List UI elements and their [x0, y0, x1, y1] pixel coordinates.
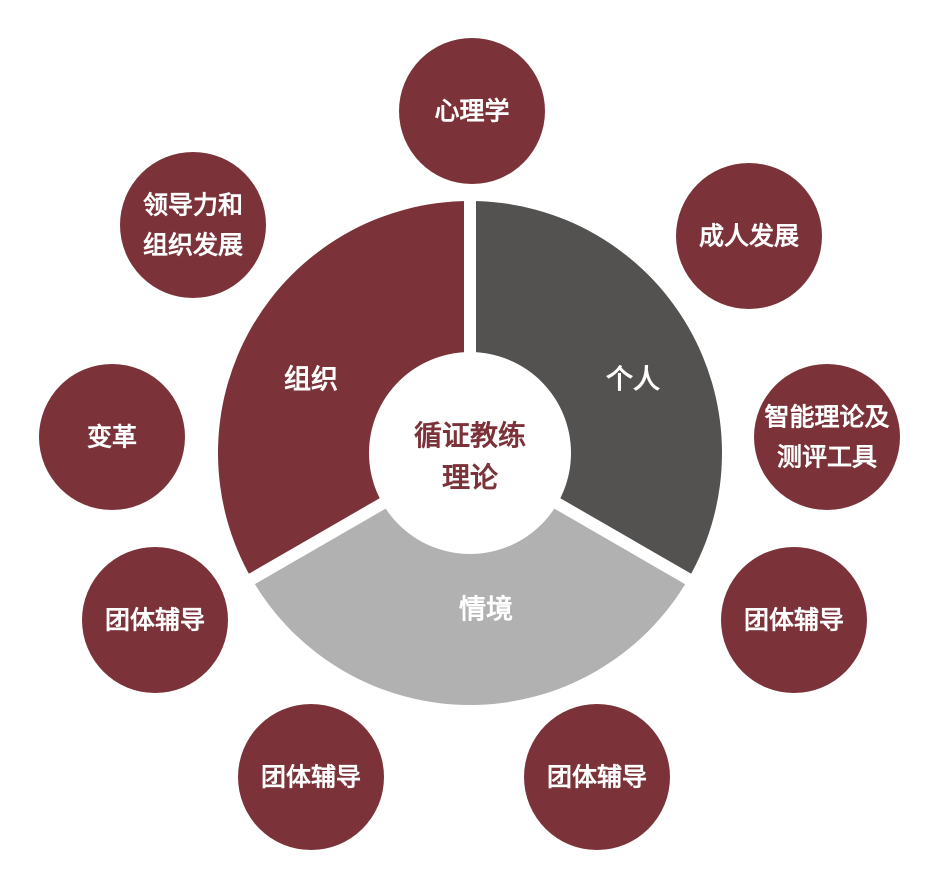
satellite-circle	[238, 704, 384, 850]
segment-label-context: 情境	[459, 595, 513, 626]
satellite-node: 团体辅导	[721, 547, 867, 693]
center-title: 循证教练理论	[414, 419, 526, 494]
satellite-node: 团体辅导	[82, 547, 228, 693]
satellite-node: 成人发展	[676, 163, 822, 309]
satellite-label: 组织发展	[143, 231, 243, 260]
satellite-circle	[721, 547, 867, 693]
satellite-circle	[676, 163, 822, 309]
satellite-circle	[120, 152, 266, 298]
center-circle	[369, 352, 571, 554]
satellite-label: 测评工具	[777, 443, 877, 472]
satellite-circle	[524, 704, 670, 850]
satellite-label: 团体辅导	[744, 606, 844, 635]
satellite-label: 变革	[87, 423, 137, 452]
satellite-circle	[754, 364, 900, 510]
satellite-circle	[399, 38, 545, 184]
satellite-label: 智能理论及	[764, 403, 889, 432]
satellite-circle	[39, 364, 185, 510]
segment-label-individual: 个人	[606, 365, 660, 396]
satellite-node: 心理学	[399, 38, 545, 184]
satellite-label: 心理学	[434, 97, 509, 126]
satellite-label: 团体辅导	[261, 763, 361, 792]
satellite-label: 团体辅导	[547, 763, 647, 792]
satellite-label: 团体辅导	[105, 606, 205, 635]
satellite-label: 成人发展	[699, 222, 799, 251]
satellite-circle	[82, 547, 228, 693]
center-title-line: 循证教练	[414, 419, 526, 452]
segment-label-organization: 组织	[284, 364, 338, 396]
satellite-node: 团体辅导	[524, 704, 670, 850]
satellite-node: 团体辅导	[238, 704, 384, 850]
satellite-circles: 心理学成人发展智能理论及测评工具团体辅导团体辅导团体辅导团体辅导变革领导力和组织…	[39, 38, 900, 850]
satellite-node: 变革	[39, 364, 185, 510]
center-title-line: 理论	[442, 461, 499, 494]
satellite-label: 领导力和	[143, 191, 243, 220]
